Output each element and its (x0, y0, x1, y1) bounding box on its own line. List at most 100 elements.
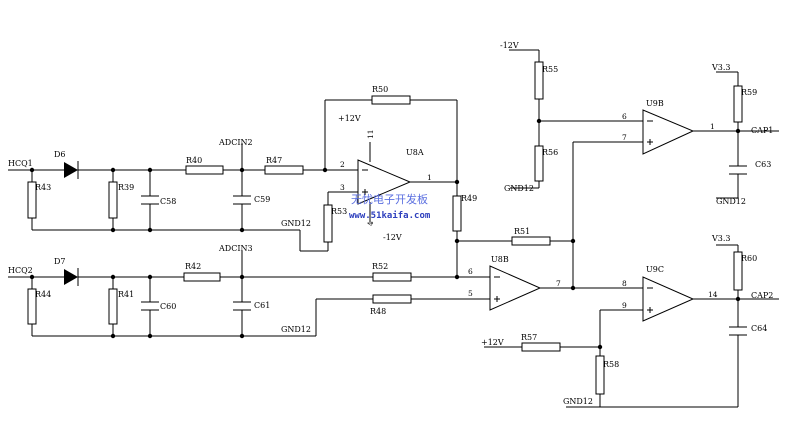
supply-v33-top: V3.3 (711, 63, 731, 72)
capacitor-c64 (729, 326, 747, 336)
capacitor-c63-label: C63 (755, 160, 771, 169)
resistor-r42 (183, 272, 221, 282)
opamp-u8a-name: U8A (406, 148, 424, 157)
capacitor-c61 (233, 301, 251, 311)
gnd-c63: GND12 (716, 197, 746, 206)
opamp-u8b-name: U8B (491, 255, 509, 264)
resistor-r58 (595, 355, 605, 395)
gnd-r58: GND12 (563, 397, 593, 406)
port-hcq1: HCQ1 (8, 159, 33, 168)
resistor-r48 (372, 294, 412, 304)
gnd-bottom: GND12 (281, 325, 311, 334)
capacitor-c60 (141, 301, 159, 311)
resistor-r48-label: R48 (370, 307, 386, 316)
supply-v33-bottom: V3.3 (711, 234, 731, 243)
opamp-u8b (489, 265, 542, 311)
diode-d7-label: D7 (54, 257, 66, 266)
capacitor-c58-label: C58 (160, 197, 176, 206)
resistor-r51-label: R51 (514, 227, 530, 236)
resistor-r55-label: R55 (542, 65, 558, 74)
resistor-r52-label: R52 (372, 262, 388, 271)
supply-plus12-r57: +12V (481, 338, 504, 347)
watermark-title: 无忧电子开发板 (351, 192, 428, 206)
port-cap1: CAP1 (751, 126, 773, 135)
u8b-pin-7: 7 (556, 279, 561, 288)
capacitor-c63 (729, 165, 747, 175)
u8a-pin-2: 2 (340, 160, 345, 169)
resistor-r43-label: R43 (35, 183, 51, 192)
diode-d6 (64, 161, 79, 179)
supply-plus12-u8a: +12V (338, 114, 361, 123)
resistor-r55 (534, 61, 544, 100)
capacitor-c60-label: C60 (160, 302, 176, 311)
supply-minus12-u8a: -12V (383, 233, 402, 242)
port-adcin2: ADCIN2 (218, 138, 253, 147)
u8a-pin-3: 3 (340, 183, 345, 192)
gnd-u8a: GND12 (281, 219, 311, 228)
resistor-r44 (27, 288, 37, 325)
diode-d7 (64, 268, 79, 286)
u9b-pin-7: 7 (622, 133, 627, 142)
u9c-pin-8: 8 (622, 279, 627, 288)
resistor-r52 (372, 272, 412, 282)
port-cap2: CAP2 (751, 291, 773, 300)
resistor-r51 (511, 236, 551, 246)
resistor-r42-label: R42 (185, 262, 201, 271)
u8b-pin-5: 5 (468, 289, 473, 298)
resistor-r47 (264, 165, 304, 175)
wires (8, 49, 779, 408)
resistor-r53-label: R53 (331, 207, 347, 216)
resistor-r41 (108, 288, 118, 325)
junctions (29, 118, 741, 350)
resistor-r50-label: R50 (372, 85, 388, 94)
resistor-r60-label: R60 (741, 254, 757, 263)
opamp-u9b (642, 109, 695, 155)
u9b-pin-6: 6 (622, 112, 627, 121)
resistor-r58-label: R58 (603, 360, 619, 369)
resistors (27, 61, 743, 395)
resistor-r40 (185, 165, 224, 175)
opamp-u9c (642, 276, 695, 322)
capacitor-c59 (233, 195, 251, 205)
resistor-r39-label: R39 (118, 183, 134, 192)
resistor-r56-label: R56 (542, 148, 558, 157)
resistor-r59-label: R59 (741, 88, 757, 97)
u8a-pin-4: 4 (366, 221, 375, 226)
resistor-r60 (733, 251, 743, 291)
labels: HCQ1 HCQ2 ADCIN2 ADCIN3 CAP1 CAP2 +12V -… (8, 41, 773, 406)
supply-minus12-top: -12V (500, 41, 519, 50)
opamp-u8a (357, 159, 412, 205)
capacitor-c64-label: C64 (751, 324, 767, 333)
resistor-r44-label: R44 (35, 290, 51, 299)
capacitor-c59-label: C59 (254, 195, 270, 204)
watermark-url: www.51kaifa.com (349, 210, 431, 221)
resistor-r43 (27, 181, 37, 219)
resistor-r41-label: R41 (118, 290, 134, 299)
resistor-r39 (108, 181, 118, 219)
watermark: 无忧电子开发板 www.51kaifa.com (349, 192, 431, 221)
diode-d6-label: D6 (54, 150, 66, 159)
resistor-r40-label: R40 (186, 156, 202, 165)
resistor-r50 (371, 95, 411, 105)
resistor-r59 (733, 85, 743, 123)
resistor-r53 (323, 204, 333, 243)
resistor-r49-label: R49 (461, 194, 477, 203)
opamp-u9b-name: U9B (646, 99, 664, 108)
u9c-pin-14: 14 (708, 290, 718, 299)
u9c-pin-9: 9 (622, 301, 627, 310)
u8b-pin-6: 6 (468, 267, 473, 276)
u8a-pin-1: 1 (427, 173, 432, 182)
port-adcin3: ADCIN3 (218, 244, 253, 253)
opamp-u9c-name: U9C (646, 265, 664, 274)
u8a-pin-11: 11 (366, 129, 375, 139)
gnd-r56: GND12 (504, 184, 534, 193)
resistor-r47-label: R47 (266, 156, 282, 165)
resistor-r57 (521, 342, 561, 352)
capacitor-c58 (141, 195, 159, 205)
capacitor-c61-label: C61 (254, 301, 270, 310)
port-hcq2: HCQ2 (8, 266, 33, 275)
resistor-r57-label: R57 (521, 333, 537, 342)
u9b-pin-1: 1 (710, 122, 715, 131)
resistor-r49 (452, 195, 462, 232)
